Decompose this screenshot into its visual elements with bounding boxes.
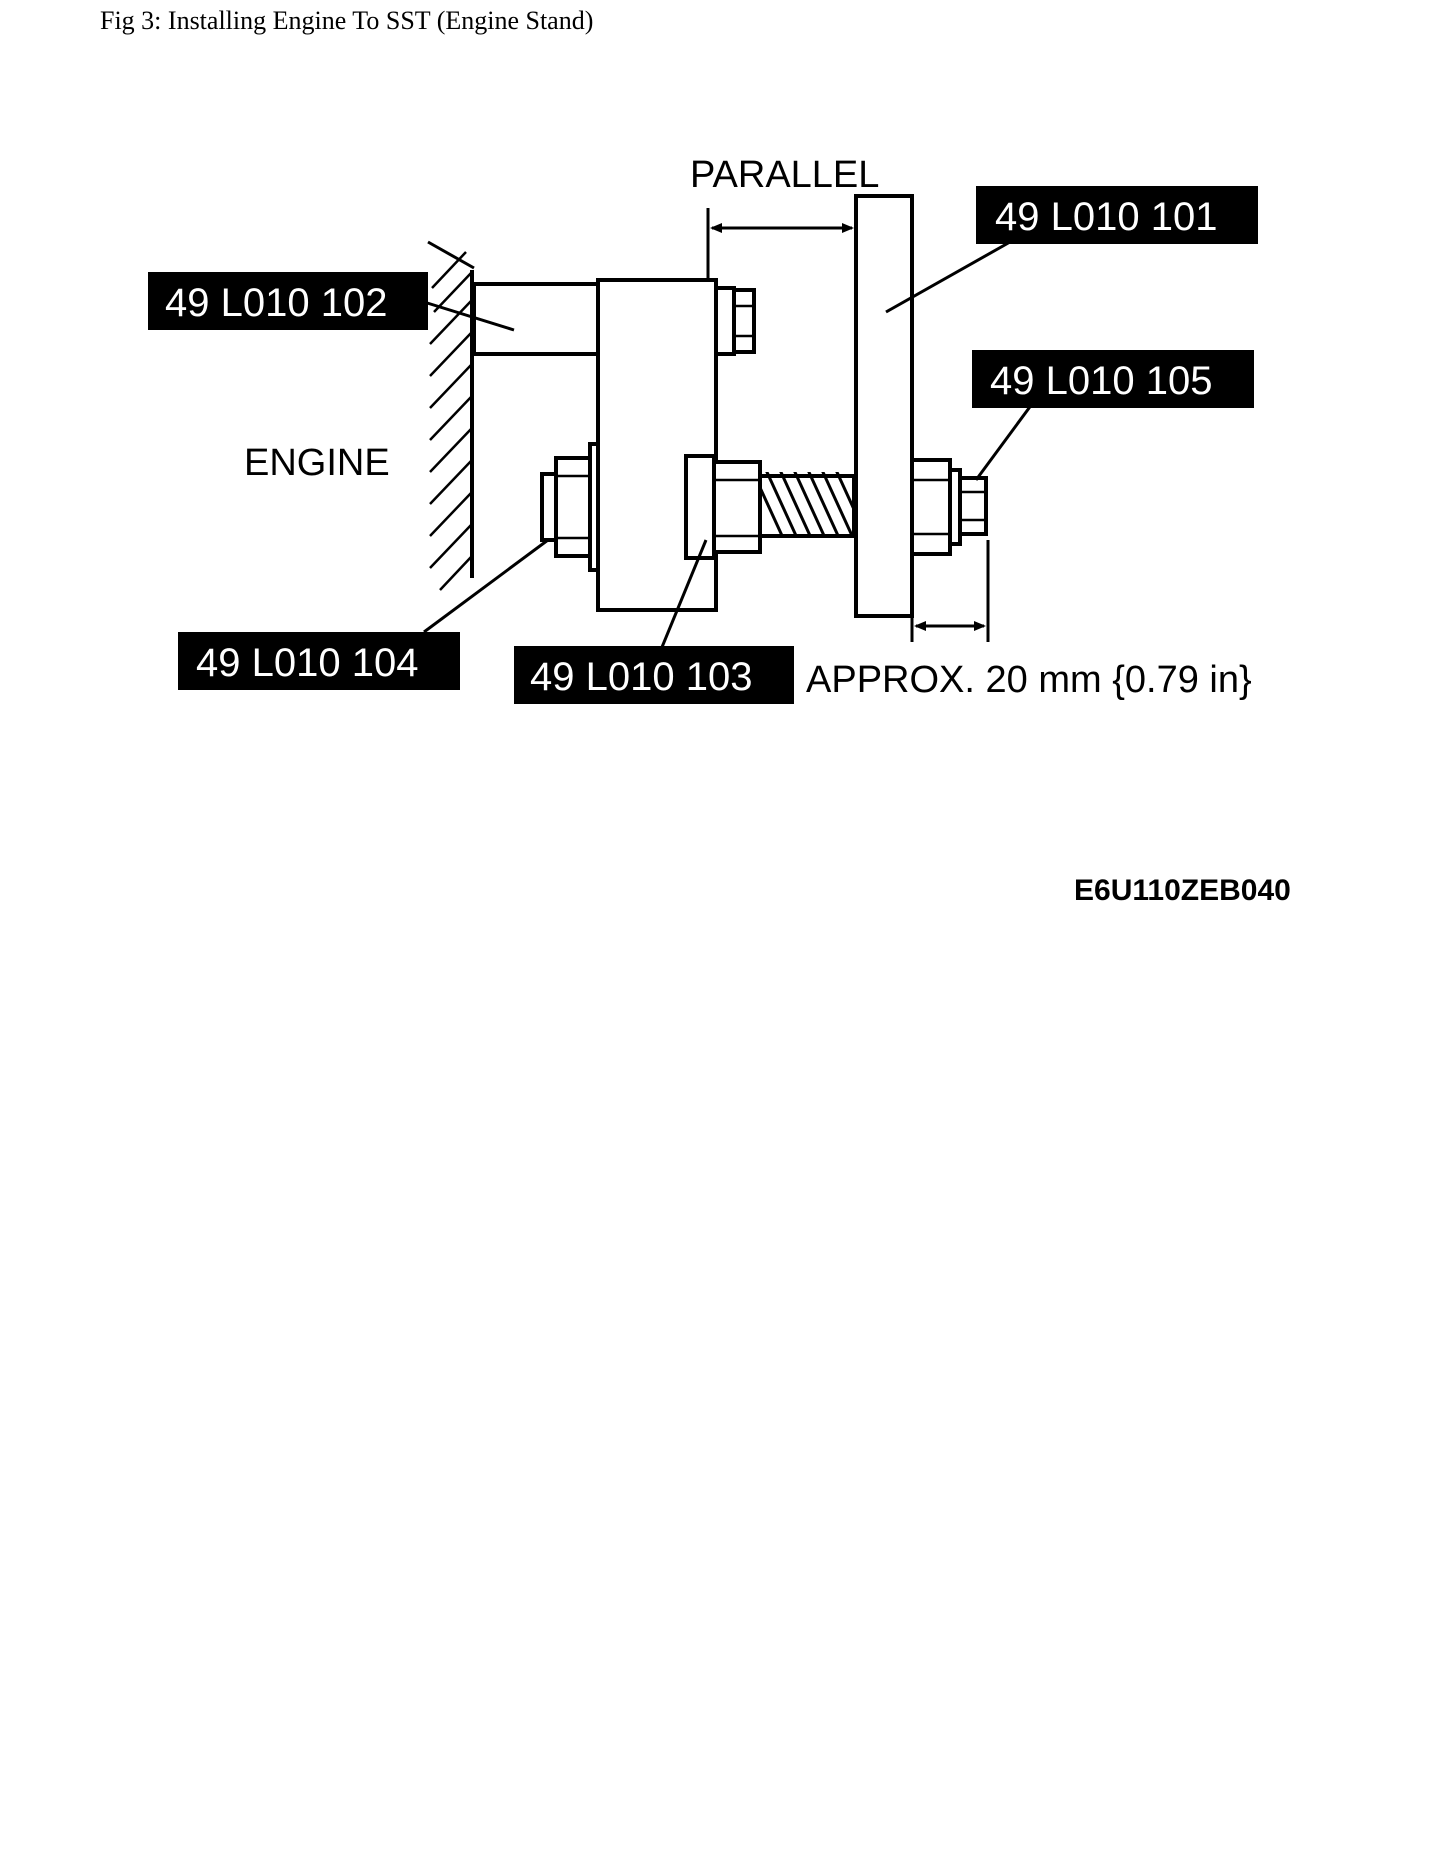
part-badge-105: 49 L010 105 — [972, 350, 1254, 408]
part-badge-102: 49 L010 102 — [148, 272, 428, 330]
right-nut — [910, 458, 988, 556]
figure-code: E6U110ZEB040 — [1074, 874, 1291, 907]
part-badge-103: 49 L010 103 — [514, 646, 794, 704]
upper-bolt — [714, 286, 756, 356]
leader-lines — [423, 240, 1034, 653]
threaded-rod — [758, 472, 856, 538]
figure-caption: Fig 3: Installing Engine To SST (Engine … — [100, 6, 594, 35]
adjuster-nut — [684, 454, 762, 560]
approx-label: APPROX. 20 mm {0.79 in} — [806, 659, 1252, 701]
engine-label: ENGINE — [244, 442, 390, 484]
parallel-label: PARALLEL — [690, 154, 879, 196]
part-badge-104: 49 L010 104 — [178, 632, 460, 690]
svg-text:49 L010 101: 49 L010 101 — [995, 195, 1217, 239]
svg-text:49 L010 103: 49 L010 103 — [530, 655, 752, 699]
left-bolt — [540, 442, 600, 572]
svg-text:49 L010 102: 49 L010 102 — [165, 281, 387, 325]
parallel-dimension — [706, 208, 854, 282]
svg-text:49 L010 105: 49 L010 105 — [990, 359, 1212, 403]
svg-text:49 L010 104: 49 L010 104 — [196, 641, 418, 685]
upper-arm — [472, 282, 600, 356]
approx-dimension — [910, 540, 990, 642]
part-badge-101: 49 L010 101 — [976, 186, 1258, 244]
mounting-plate — [854, 194, 914, 618]
engine-wall — [427, 240, 475, 591]
